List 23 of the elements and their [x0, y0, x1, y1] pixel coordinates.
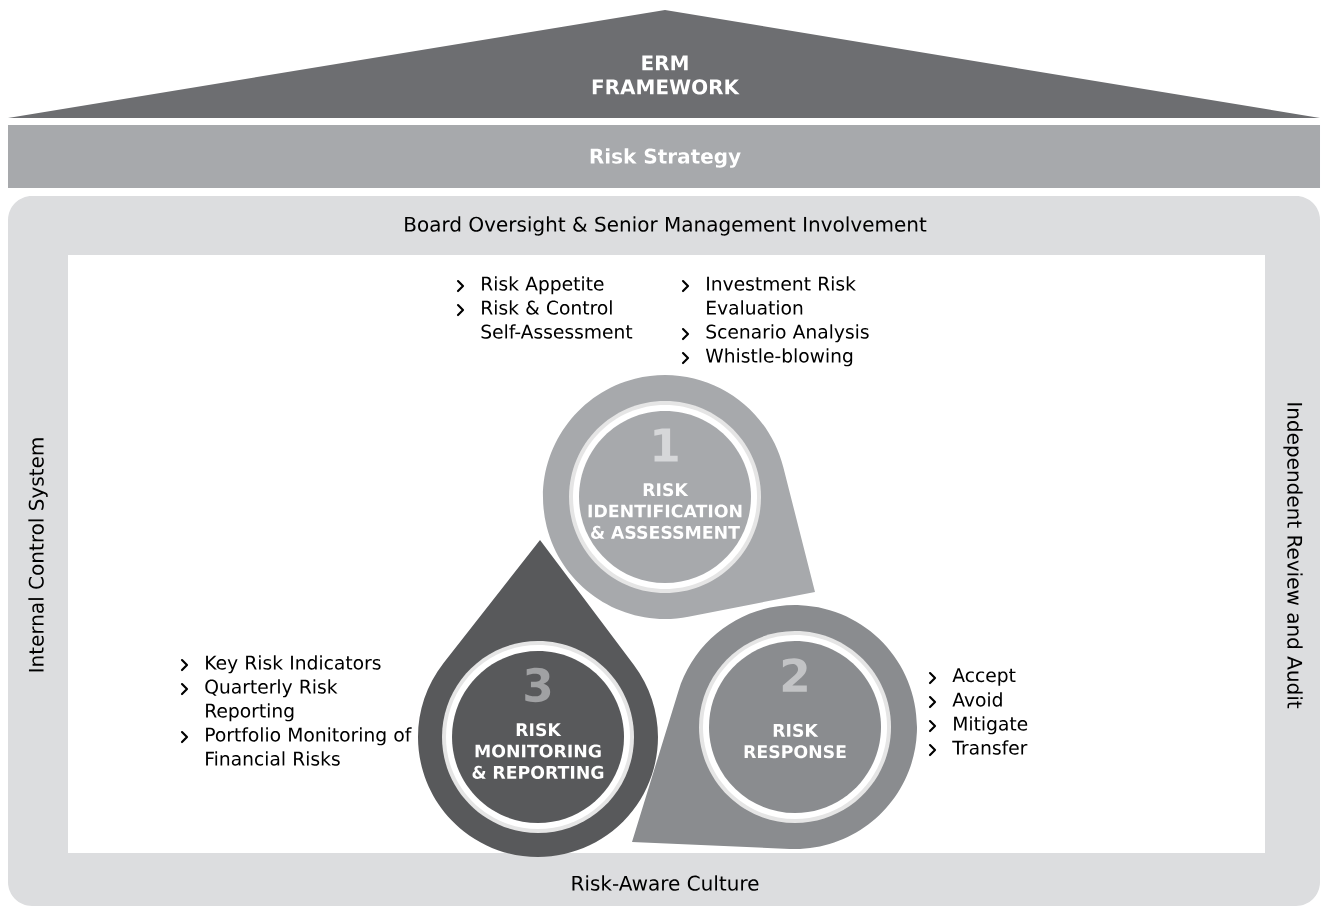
step-title: RISK RESPONSE	[744, 723, 846, 759]
bullet-item: Mitigate	[954, 716, 1028, 735]
bullet-item: Key Risk Indicators	[206, 655, 381, 674]
frame-label: Independent Review and Audit	[1283, 403, 1303, 709]
bullet-item: Risk & Control Self-Assessment	[481, 300, 633, 339]
bullet-item: Avoid	[952, 692, 1002, 707]
step-number: 2	[782, 658, 807, 692]
bullet-item: Accept	[952, 668, 1016, 686]
roof-title: ERM FRAMEWORK	[592, 55, 740, 95]
bullet-item: Quarterly Risk Reporting	[205, 679, 338, 722]
frame-label: Board Oversight & Senior Management Involvement	[405, 216, 927, 236]
bullet-item: Risk Appetite	[482, 276, 604, 295]
bullet-item: Investment Risk Evaluation	[707, 276, 856, 315]
band-title: Risk Strategy	[590, 148, 741, 168]
step-title: RISK IDENTIFICATION & ASSESSMENT	[588, 483, 742, 539]
bullet-item: Scenario Analysis	[706, 324, 869, 343]
frame-label: Internal Control System	[28, 438, 48, 672]
step-title: RISK MONITORING & REPORTING	[472, 723, 604, 779]
bullet-item: Whistle-blowing	[705, 348, 853, 367]
step-number: 3	[525, 667, 551, 703]
bullet-item: Transfer	[952, 740, 1028, 755]
bullet-item: Portfolio Monitoring of Financial Risks	[206, 727, 412, 766]
frame-label: Risk-Aware Culture	[572, 875, 759, 891]
